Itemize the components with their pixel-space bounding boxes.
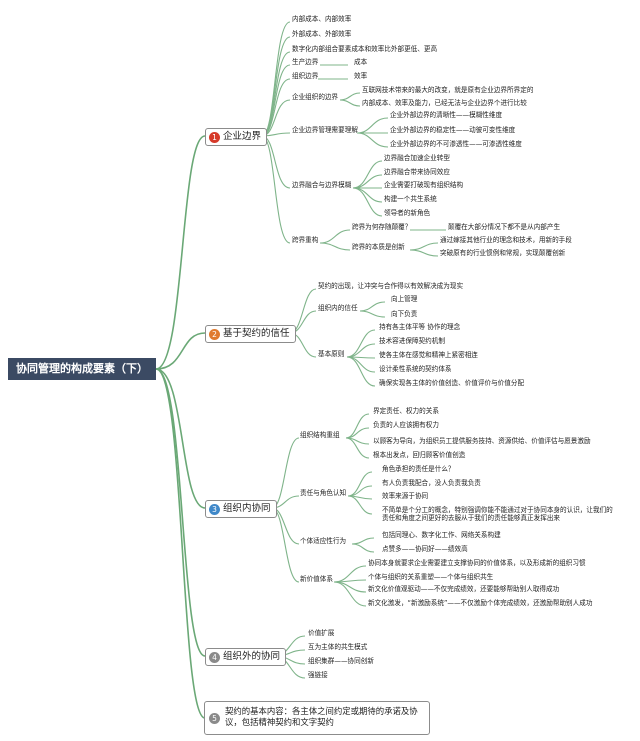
node: 成本 <box>354 58 368 66</box>
branch-label: 契约的基本内容：各主体之间约定或期待的承诺及协议，包括精神契约和文字契约 <box>225 706 418 727</box>
node: 新文化价值观驱动——不仅完成绩效，还要能够帮助别人取得成功 <box>368 585 560 593</box>
node: 设计柔性系统的契约体系 <box>379 365 452 373</box>
node: 技术容进保障契约机制 <box>379 337 445 345</box>
branch-label: 基于契约的信任 <box>223 328 290 339</box>
node: 突破原有的行业惯例和常规，实现颠覆创新 <box>440 249 566 257</box>
node: 跨界的本质是创新 <box>352 243 405 251</box>
node: 内部成本、内部效率 <box>292 15 352 23</box>
node: 跨界为何存随颠覆？ <box>352 223 412 231</box>
node: 效率来源于协同 <box>382 492 429 500</box>
node: 根本出发点，回归顾客价值创造 <box>373 451 466 459</box>
badge-1: 1 <box>209 131 220 143</box>
node: 组织边界 <box>292 72 319 80</box>
badge-2: 2 <box>209 328 220 340</box>
node: 以顾客为导向，为组织员工提供服务技持、资源供给、价值评估与愿景激励 <box>373 437 591 445</box>
branch-contract-trust: 2 基于契约的信任 <box>205 325 296 343</box>
branch-enterprise-boundary: 1 企业边界 <box>205 128 268 146</box>
branch-external-collaboration: 4 组织外的协同 <box>205 648 287 666</box>
node: 界定责任、权力的关系 <box>373 407 439 415</box>
node: 组织结构重组 <box>300 431 340 439</box>
branch-label: 企业边界 <box>223 131 262 142</box>
node: 负责的人应该拥有权力 <box>373 421 439 429</box>
badge-4: 4 <box>209 651 220 663</box>
node: 企业需要打破现有组织结构 <box>384 181 464 189</box>
root-title: 协同管理的构成要素（下） <box>8 358 156 380</box>
node: 互为主体的共生模式 <box>308 643 368 651</box>
node: 通过嫁接其他行业的理念和技术，用新的手段 <box>440 236 572 244</box>
branch-label: 组织外的协同 <box>223 651 281 662</box>
node: 点赞多——协同好——绩效高 <box>382 545 468 553</box>
node: 边界融合与边界模糊 <box>292 181 352 189</box>
node: 确保实现各主体的价值创造、价值评价与价值分配 <box>379 379 525 387</box>
node: 组织内的信任 <box>318 304 358 312</box>
node: 个体适应性行为 <box>300 537 347 545</box>
node: 数字化内部组合要素成本和效率比外部更低、更高 <box>292 45 438 53</box>
node: 新价值体系 <box>300 575 333 583</box>
branch-internal-collaboration: 3 组织内协同 <box>205 500 277 518</box>
node: 构建一个共生系统 <box>384 195 437 203</box>
node: 颠覆在大部分情况下都不是从内部产生 <box>448 223 561 231</box>
node: 企业外部边界的清晰性——模糊性维度 <box>390 111 503 119</box>
node: 包括同理心、数字化工作、网络关系构建 <box>382 531 501 539</box>
node: 跨界重构 <box>292 236 319 244</box>
node: 企业外部边界的稳定性——动彼可变性维度 <box>390 126 516 134</box>
node: 生产边界 <box>292 58 319 66</box>
node: 价值扩展 <box>308 629 335 637</box>
node: 内部成本、效率及能力，已经无法与企业边界个进行比较 <box>362 99 527 107</box>
badge-5: 5 <box>209 713 220 724</box>
node: 边界融合加速企业转型 <box>384 154 450 162</box>
node: 强链接 <box>308 671 328 679</box>
node: 持有各主体平等 协作的理念 <box>379 323 461 331</box>
node: 外部成本、外部效率 <box>292 30 352 38</box>
node: 向上管理 <box>391 295 418 303</box>
node: 互联网技术带来的最大的改变，就是原有企业边界所界定的 <box>362 86 534 94</box>
node: 效率 <box>354 72 368 80</box>
node: 不简单是个分工的概念，特别强调你能不能通过对于协同本身的认识，让我们的责任和角度… <box>382 506 613 522</box>
node: 组织集群——协同创新 <box>308 657 374 665</box>
node: 向下负责 <box>391 310 418 318</box>
node: 基本原则 <box>318 350 345 358</box>
node: 协同本身就要求企业需要建立支撑协同的价值体系，以及形成新的组织习惯 <box>368 559 586 567</box>
node: 企业边界管理需要理解 <box>292 126 358 134</box>
node: 角色承担的责任是什么？ <box>382 465 455 473</box>
badge-3: 3 <box>209 503 220 515</box>
node: 有人负责我配合，没人负责我负责 <box>382 479 481 487</box>
node: 边界融合带来协同效应 <box>384 168 450 176</box>
node: 使各主体在感觉和精神上紧密相连 <box>379 351 478 359</box>
node: 领导者的新角色 <box>384 209 431 217</box>
node: 责任与角色认知 <box>300 489 347 497</box>
node: 个体与组织的关系重塑——个体与组织共生 <box>368 573 494 581</box>
node: 契约的出现，让冲突与合作得以有效解决成为现实 <box>318 282 464 290</box>
node: 企业外部边界的不可渗透性——可渗透性维度 <box>390 140 522 148</box>
node: 企业组织的边界 <box>292 93 339 101</box>
branch-label: 组织内协同 <box>223 503 271 514</box>
branch-contract-content: 5 契约的基本内容：各主体之间约定或期待的承诺及协议，包括精神契约和文字契约 <box>204 701 430 735</box>
node: 新文化激发，“新激励系统”——不仅激励个体完成绩效，还激励帮助别人成功 <box>368 599 593 607</box>
